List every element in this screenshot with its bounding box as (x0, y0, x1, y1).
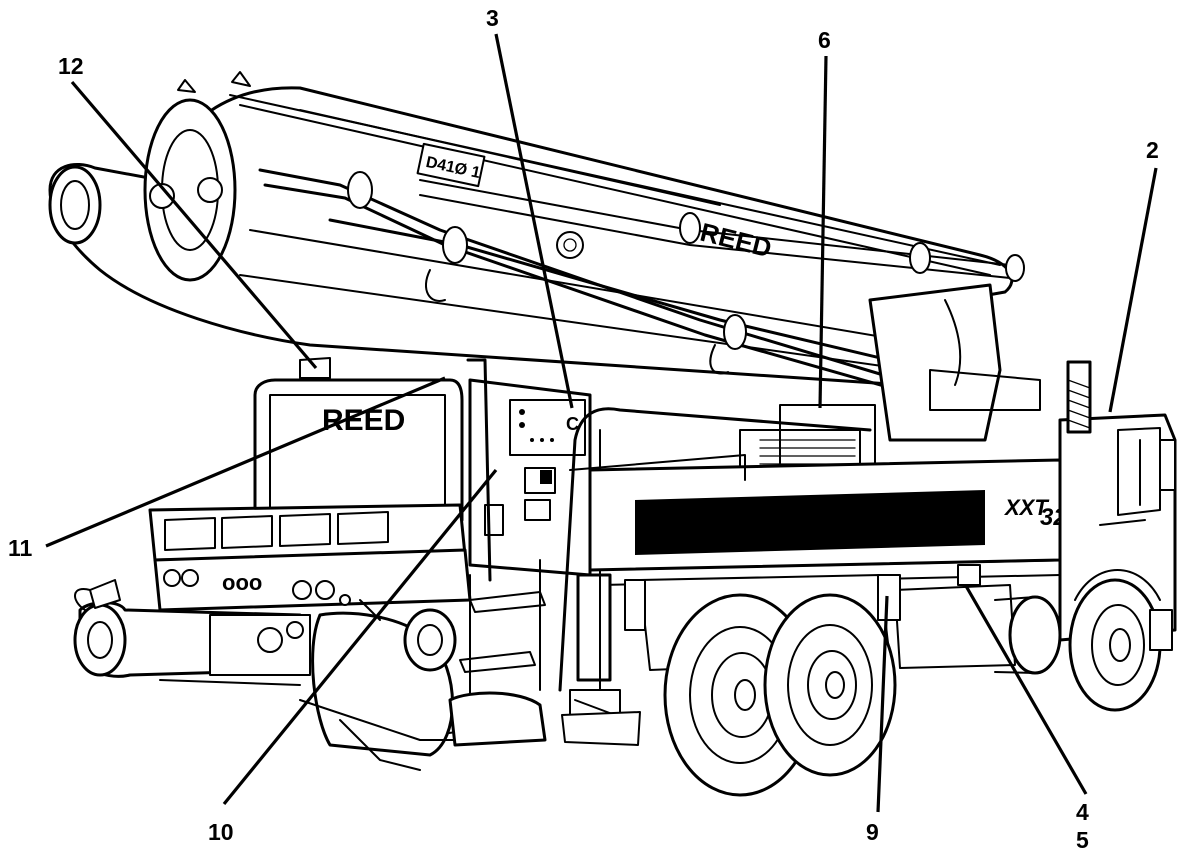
leader-line-6 (818, 55, 828, 409)
callout-10: 10 (208, 819, 234, 845)
leader-line-12 (70, 80, 318, 370)
leader-line-2 (1108, 167, 1158, 413)
rear-wheels (663, 593, 897, 797)
panel-letter: C (566, 414, 579, 434)
callout-5: 5 (1076, 827, 1089, 853)
callout-12: 12 (58, 53, 84, 79)
callout-6: 6 (818, 27, 831, 53)
leader-line-11 (45, 376, 446, 548)
side-panel-black (635, 490, 985, 555)
leader-line-10 (222, 468, 498, 806)
truck-cab (1058, 360, 1177, 712)
callout-4: 4 (1076, 799, 1089, 825)
leader-line-9 (876, 595, 889, 813)
leader-lines (45, 33, 1158, 813)
callout-11: 11 (8, 535, 33, 561)
model-label-main: XXT (1003, 495, 1049, 520)
callout-9: 9 (866, 819, 879, 845)
leader-line-4 (964, 585, 1088, 795)
headlights-text: ooo (222, 570, 262, 595)
callout-2: 2 (1146, 137, 1159, 163)
callout-labels: 12 3 6 2 11 10 9 4 5 (8, 5, 1159, 853)
boom-assembly: D41Ø 1 REED (48, 71, 1025, 398)
pump-end-frame: REED ooo (73, 378, 547, 771)
cab-brand-text: REED (322, 404, 405, 437)
callout-3: 3 (486, 5, 499, 31)
leader-line-3 (494, 33, 574, 409)
